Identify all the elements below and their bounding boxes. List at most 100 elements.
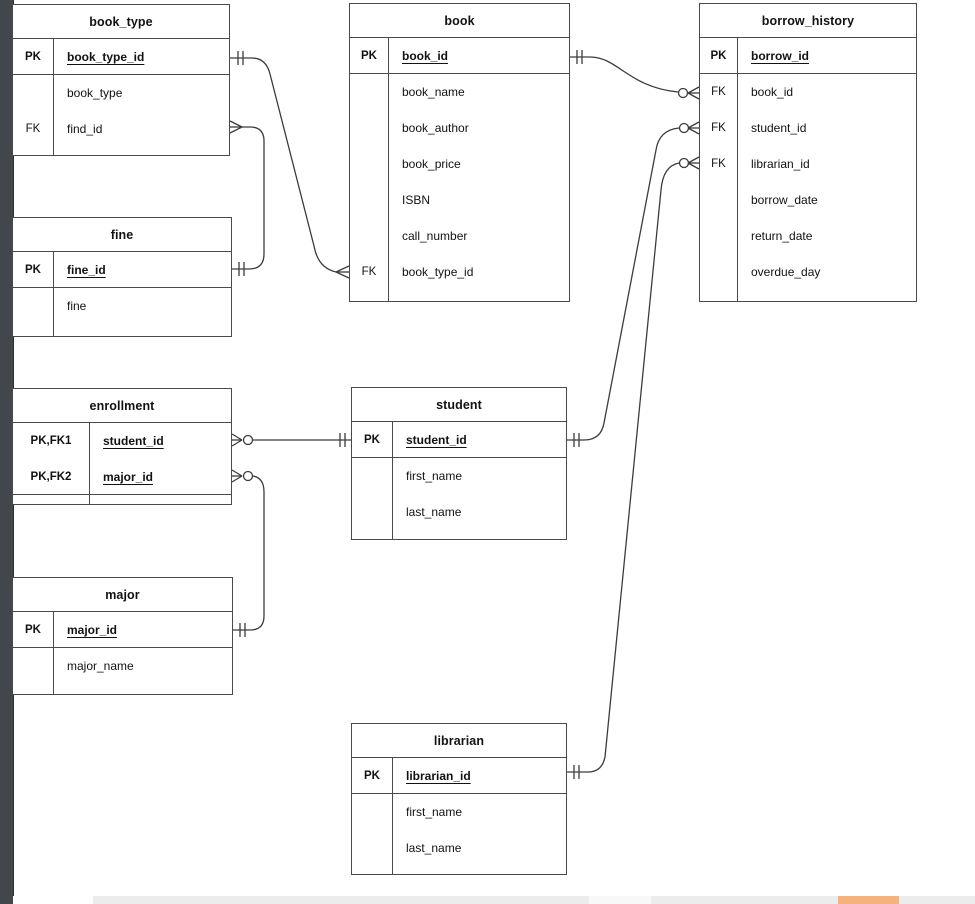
field-name: find_id	[67, 122, 103, 136]
field-name: student_id	[103, 434, 164, 448]
scroll-track[interactable]	[651, 896, 838, 904]
key-label: FK	[711, 122, 726, 134]
key-label	[350, 182, 388, 218]
field-name: last_name	[406, 505, 462, 519]
attribute-row-book-book_price: book_price	[350, 146, 569, 182]
field-name: student_id	[751, 121, 807, 135]
field-name: librarian_id	[406, 769, 471, 783]
field-name: return_date	[751, 229, 813, 243]
field-name: book_type_id	[67, 50, 145, 64]
field-name: overdue_day	[751, 265, 821, 279]
attribute-row-student-student_id: PK student_id	[352, 422, 566, 458]
key-label: PK,FK2	[30, 471, 72, 483]
key-label: FK	[361, 266, 377, 278]
field-name: librarian_id	[751, 157, 810, 171]
table-title-major: major	[13, 578, 232, 612]
key-label	[700, 182, 737, 218]
attribute-row-book_type-find_id: FK find_id	[13, 111, 229, 147]
key-label	[352, 494, 392, 530]
key-label: FK	[711, 86, 726, 98]
table-title-borrow_history: borrow_history	[700, 4, 916, 38]
key-label	[700, 218, 737, 254]
field-name: major_id	[103, 470, 154, 484]
attribute-row-borrow_history-borrow_id: PK borrow_id	[700, 38, 916, 74]
relationship-book-borrow_history	[570, 50, 700, 100]
field-name: ISBN	[402, 193, 431, 207]
field-name: first_name	[406, 469, 463, 483]
key-label	[350, 146, 388, 182]
field-name: first_name	[406, 805, 463, 819]
field-name: fine	[67, 299, 87, 313]
relationship-major-enrollment	[231, 469, 265, 637]
attribute-row-borrow_history-librarian_id: FK librarian_id	[700, 146, 916, 182]
attribute-row-student-last_name: last_name	[352, 494, 566, 530]
attribute-row-fine-fine_id: PK fine_id	[13, 252, 231, 288]
table-title-student: student	[352, 388, 566, 422]
relationship-book_type-book	[230, 51, 350, 279]
field-name: borrow_id	[751, 49, 810, 63]
field-name: major_name	[67, 659, 134, 673]
attribute-row-enrollment-major_id: PK,FK2 major_id	[13, 459, 231, 495]
key-column-divider	[392, 422, 393, 539]
key-label	[13, 75, 53, 111]
key-label	[350, 218, 388, 254]
key-label: FK	[711, 158, 726, 170]
key-label	[352, 458, 392, 494]
key-column-divider	[53, 612, 54, 694]
attribute-row-student-first_name: first_name	[352, 458, 566, 494]
attribute-row-borrow_history-borrow_date: borrow_date	[700, 182, 916, 218]
field-name: book_author	[402, 121, 469, 135]
attribute-row-major-major_name: major_name	[13, 648, 232, 684]
attribute-row-book-ISBN: ISBN	[350, 182, 569, 218]
scroll-track[interactable]	[899, 896, 975, 904]
horizontal-scrollbar[interactable]	[0, 896, 975, 904]
key-label: PK	[364, 434, 380, 446]
attribute-row-book-book_author: book_author	[350, 110, 569, 146]
key-label: FK	[25, 123, 41, 135]
attribute-row-librarian-last_name: last_name	[352, 830, 566, 866]
scroll-segment-light[interactable]	[589, 896, 651, 904]
key-label	[350, 74, 388, 110]
key-label	[700, 254, 737, 290]
scroll-track[interactable]	[93, 896, 589, 904]
field-name: book_id	[402, 49, 449, 63]
attribute-row-book_type-book_type: book_type	[13, 75, 229, 111]
field-name: last_name	[406, 841, 462, 855]
field-name: student_id	[406, 433, 467, 447]
table-title-enrollment: enrollment	[13, 389, 231, 423]
key-label	[352, 794, 392, 830]
table-title-fine: fine	[13, 218, 231, 252]
key-column-divider	[392, 758, 393, 874]
key-column-divider	[388, 38, 389, 301]
attribute-row-book-call_number: call_number	[350, 218, 569, 254]
key-label: PK	[25, 264, 41, 276]
key-label	[350, 110, 388, 146]
attribute-row-librarian-first_name: first_name	[352, 794, 566, 830]
field-name: book_price	[402, 157, 461, 171]
field-name: fine_id	[67, 263, 106, 277]
key-column-divider	[737, 38, 738, 301]
scroll-segment-white[interactable]	[13, 896, 93, 904]
relationship-student-enrollment	[231, 433, 351, 447]
attribute-row-book-book_name: book_name	[350, 74, 569, 110]
key-label	[352, 830, 392, 866]
scroll-thumb-orange[interactable]	[838, 896, 899, 904]
key-label	[13, 288, 53, 324]
key-label: PK	[710, 50, 727, 62]
field-name: major_id	[67, 623, 118, 637]
